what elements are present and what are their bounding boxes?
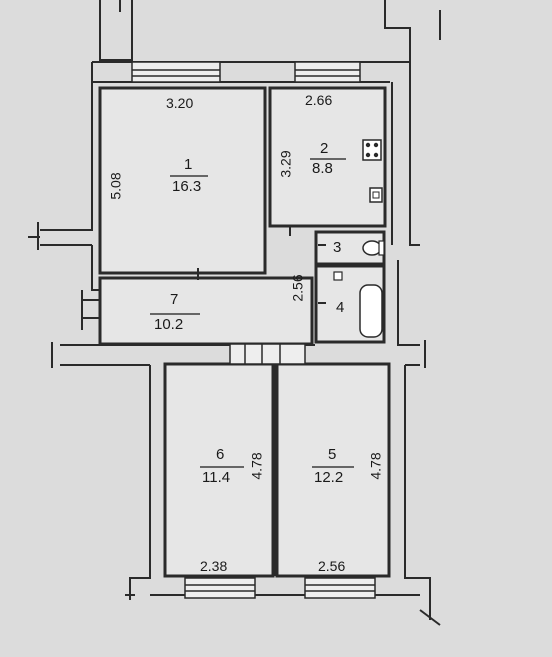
- room-6-area: 11.4: [202, 469, 231, 486]
- room-1-floor: [98, 86, 267, 275]
- room-2-height-label: 3.29: [277, 150, 294, 178]
- room-6-height-label: 4.78: [248, 452, 265, 480]
- bathtub-icon: [333, 271, 383, 338]
- room-1-area: 16.3: [172, 178, 202, 195]
- room-6-width-label: 2.38: [200, 558, 228, 574]
- window-icon: [184, 577, 376, 599]
- room-7-area: 10.2: [154, 316, 184, 333]
- door-icon: [229, 343, 306, 365]
- room-2-number: 2: [320, 140, 329, 157]
- room-5-width-label: 2.56: [318, 558, 346, 574]
- room-1-number: 1: [184, 156, 193, 173]
- wall-ticks: [28, 0, 441, 626]
- room-5-floor: [275, 362, 391, 578]
- room-1-width-label: 3.20: [166, 95, 194, 111]
- room-5-height-label: 4.78: [367, 452, 384, 480]
- room-5-area: 12.2: [314, 469, 344, 486]
- room-label-bars: [150, 158, 354, 468]
- sink-icon: [369, 187, 383, 203]
- room-7-height-label: 2.56: [289, 274, 306, 302]
- room-3-number: 3: [333, 239, 342, 256]
- stove-icon: [362, 139, 382, 161]
- room-7-floor: [98, 276, 314, 346]
- room-6-floor: [163, 362, 275, 578]
- room-7-number: 7: [170, 291, 179, 308]
- room-6-number: 6: [216, 446, 225, 463]
- room-1-height-label: 5.08: [107, 172, 124, 200]
- room-floors: [98, 86, 391, 578]
- window-icon: [131, 61, 361, 83]
- room-5-number: 5: [328, 446, 337, 463]
- toilet-icon: [362, 240, 385, 256]
- room-4-number: 4: [336, 299, 345, 316]
- room-2-width-label: 2.66: [305, 92, 333, 108]
- room-2-area: 8.8: [312, 160, 333, 177]
